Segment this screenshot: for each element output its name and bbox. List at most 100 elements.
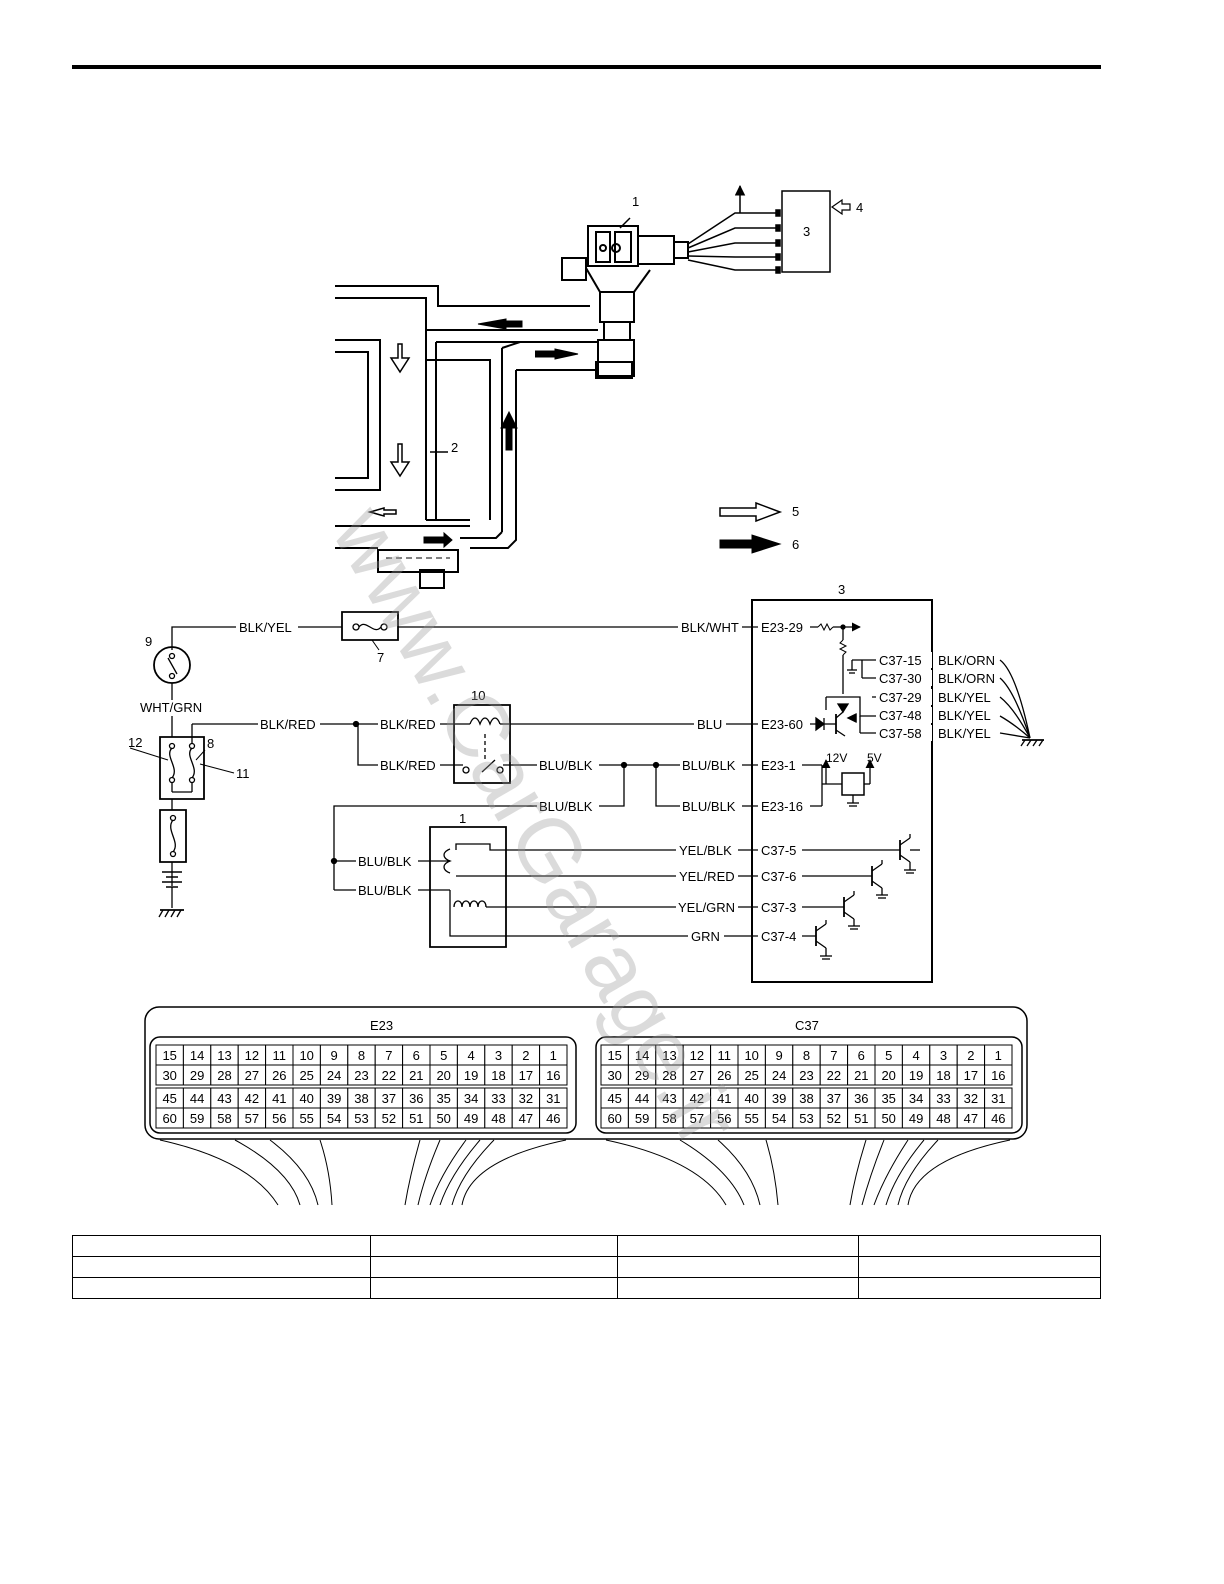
- e23-pin-number: 28: [217, 1068, 231, 1083]
- c37-pin-number: 21: [854, 1068, 868, 1083]
- wire-label-blk-orn: BLK/ORN: [938, 671, 995, 686]
- wire-label-blu-blk: BLU/BLK: [358, 854, 412, 869]
- c37-pin-number: 42: [690, 1091, 704, 1106]
- c37-pin-number: 55: [744, 1111, 758, 1126]
- c37-pin-number: 40: [744, 1091, 758, 1106]
- c37-pin-number: 57: [690, 1111, 704, 1126]
- e23-pin-number: 55: [299, 1111, 313, 1126]
- e23-pin-number: 49: [464, 1111, 478, 1126]
- flow-arrow-icon: [424, 533, 452, 547]
- e23-pin-cell: [540, 1108, 567, 1128]
- e23-pin-number: 27: [245, 1068, 259, 1083]
- flow-arrow-icon: [391, 444, 409, 476]
- c37-pin-number: 16: [991, 1068, 1005, 1083]
- c37-pin-number: 25: [744, 1068, 758, 1083]
- c37-pin-number: 33: [936, 1091, 950, 1106]
- e23-pin-number: 36: [409, 1091, 423, 1106]
- c37-pin-number: 12: [690, 1048, 704, 1063]
- e23-pin-number: 35: [436, 1091, 450, 1106]
- c37-pin-number: 9: [775, 1048, 782, 1063]
- c37-pin-number: 44: [635, 1091, 649, 1106]
- e23-pin-number: 60: [162, 1111, 176, 1126]
- callout-3-ecm-small: 3: [803, 224, 810, 239]
- c37-pin-number: 39: [772, 1091, 786, 1106]
- terminal-c37-58: C37-58: [879, 726, 922, 741]
- callout-7: 7: [377, 650, 384, 665]
- hollow-arrow-icon: [832, 200, 850, 214]
- spec-table: [71, 1235, 1101, 1299]
- e23-pin-number: 52: [382, 1111, 396, 1126]
- table-row: [71, 1256, 1101, 1278]
- c37-pin-number: 52: [827, 1111, 841, 1126]
- fuse-box-8: [160, 737, 204, 799]
- e23-pin-number: 32: [519, 1091, 533, 1106]
- wire-label-wht-grn: WHT/GRN: [140, 700, 202, 715]
- c37-pin-number: 11: [718, 1048, 732, 1063]
- wire-label-blu-blk: BLU/BLK: [682, 758, 736, 773]
- c37-pin-number: 31: [991, 1091, 1005, 1106]
- wire-label-blk-orn: BLK/ORN: [938, 653, 995, 668]
- terminal-c37-29: C37-29: [879, 690, 922, 705]
- c37-pin-number: 26: [717, 1068, 731, 1083]
- wire-label-blu-blk: BLU/BLK: [682, 799, 736, 814]
- c37-pin-number: 18: [936, 1068, 950, 1083]
- e23-pin-number: 39: [327, 1091, 341, 1106]
- terminal-c37-48: C37-48: [879, 708, 922, 723]
- c37-pin-number: 49: [909, 1111, 923, 1126]
- e23-pin-number: 34: [464, 1091, 478, 1106]
- e23-pin-number: 18: [491, 1068, 505, 1083]
- callout-4: 4: [856, 200, 863, 215]
- wire-label-yel-grn: YEL/GRN: [678, 900, 735, 915]
- c37-pin-number: 8: [803, 1048, 810, 1063]
- e23-pin-number: 21: [409, 1068, 423, 1083]
- wire-label-blk-yel: BLK/YEL: [239, 620, 292, 635]
- e23-pin-number: 7: [385, 1048, 392, 1063]
- relay-coil-icon: [470, 718, 500, 724]
- e23-pin-number: 56: [272, 1111, 286, 1126]
- e23-pin-number: 30: [162, 1068, 176, 1083]
- valve-connector-wires: [688, 184, 780, 273]
- c37-pin-number: 29: [635, 1068, 649, 1083]
- ground-icon: [1021, 740, 1044, 746]
- e23-pin-number: 45: [162, 1091, 176, 1106]
- e23-pin-number: 54: [327, 1111, 341, 1126]
- mechanical-diagram: [335, 184, 850, 588]
- c37-pin-number: 13: [662, 1048, 676, 1063]
- wire-labels: BLK/YEL WHT/GRN BLK/RED BLK/RED BLK/RED …: [140, 619, 995, 944]
- harness-wires: [160, 1140, 1010, 1205]
- wire-label-yel-blk: YEL/BLK: [679, 843, 732, 858]
- c37-pin-number: 20: [881, 1068, 895, 1083]
- e23-pin-number: 38: [354, 1091, 368, 1106]
- c37-pin-number: 15: [607, 1048, 621, 1063]
- callout-3-ecm: 3: [838, 582, 845, 597]
- e23-pin-number: 20: [436, 1068, 450, 1083]
- flow-arrow-icon: [391, 344, 409, 372]
- c37-pin-number: 19: [909, 1068, 923, 1083]
- e23-pin-number: 1: [550, 1048, 557, 1063]
- e23-pin-number: 3: [495, 1048, 502, 1063]
- solenoid-box: [430, 827, 506, 947]
- e23-pin-number: 40: [299, 1091, 313, 1106]
- header-rule: [72, 65, 1101, 69]
- e23-pin-number: 4: [467, 1048, 474, 1063]
- c37-pin-number: 7: [830, 1048, 837, 1063]
- legend-hollow-arrow-icon: [720, 503, 780, 521]
- e23-pin-number: 12: [245, 1048, 259, 1063]
- c37-pin-number: 2: [967, 1048, 974, 1063]
- c37-pin-number: 17: [964, 1068, 978, 1083]
- terminal-c37-30: C37-30: [879, 671, 922, 686]
- main-relay-10: [454, 705, 510, 783]
- e23-pin-number: 13: [217, 1048, 231, 1063]
- label-12v: 12V: [826, 751, 847, 765]
- c37-pin-cell: [985, 1065, 1012, 1085]
- c37-pin-number: 35: [881, 1091, 895, 1106]
- e23-pin-number: 33: [491, 1091, 505, 1106]
- terminal-e23-29: E23-29: [761, 620, 803, 635]
- c37-pin-number: 47: [964, 1111, 978, 1126]
- wire-label-blk-red: BLK/RED: [380, 758, 436, 773]
- wire-label-blu: BLU: [697, 717, 722, 732]
- c37-pin-number: 5: [885, 1048, 892, 1063]
- c37-pin-number: 23: [799, 1068, 813, 1083]
- c37-pin-number: 48: [936, 1111, 950, 1126]
